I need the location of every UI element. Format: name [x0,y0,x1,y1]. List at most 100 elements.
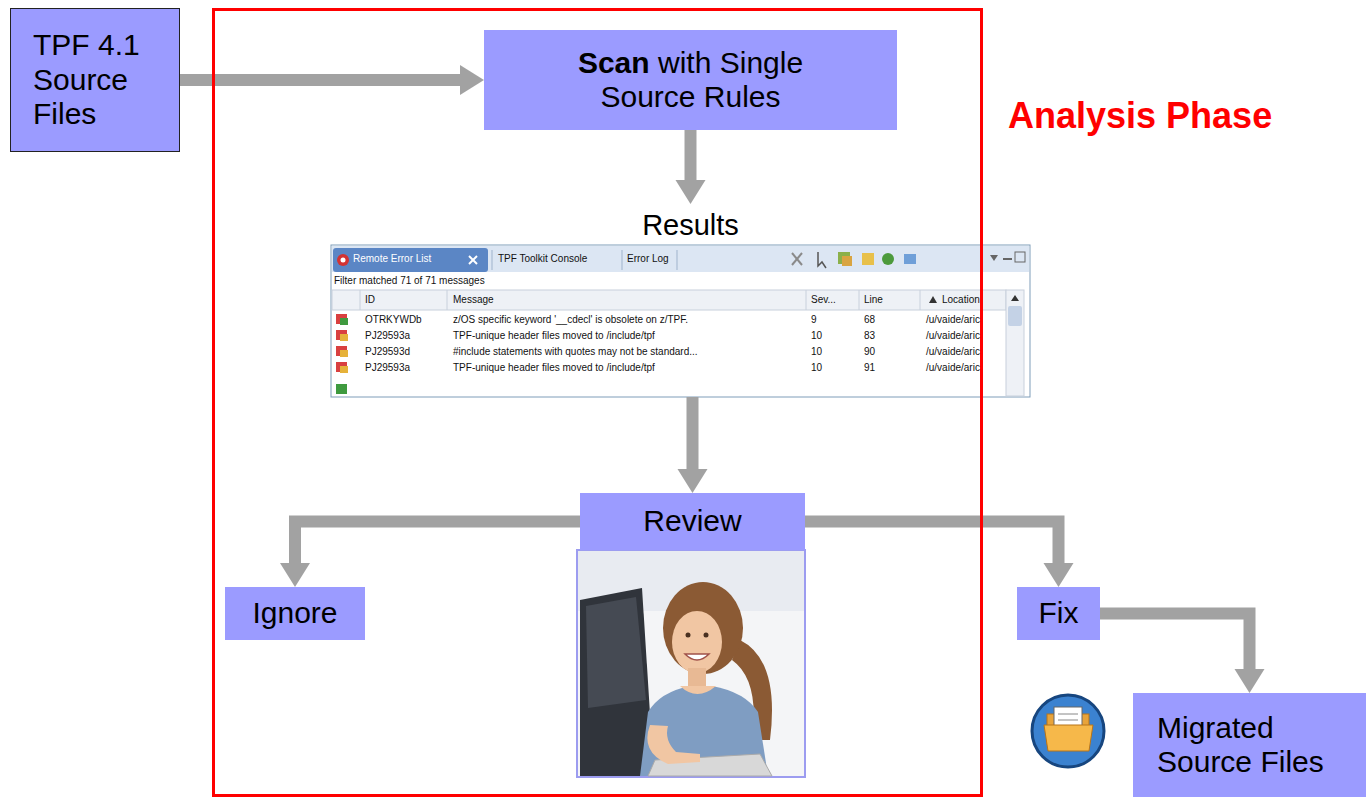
table-cell: PJ29593a [365,330,410,342]
error-list-screenshot-part [340,366,348,373]
error-list-screenshot-part [336,314,347,324]
error-list-screenshot-part [990,255,998,261]
table-cell: 10 [811,330,822,342]
error-list-screenshot-part [331,245,1030,397]
person-at-computer-photo-part [672,611,722,673]
table-cell: 91 [864,362,875,374]
error-list-screenshot-part [904,254,916,264]
folder-icon-part [1032,695,1104,767]
table-cell: TPF-unique header files moved to /includ… [453,330,655,342]
error-list-screenshot-part [336,384,347,394]
person-at-computer-photo-part [647,725,700,764]
table-cell: OTRKYWDb [365,314,422,326]
arrow-line [805,522,1059,566]
error-list-screenshot-part [677,250,678,270]
table-cell: PJ29593a [365,362,410,374]
error-list-screenshot-part [622,250,623,270]
box-label: Fix [1039,596,1079,631]
error-list-screenshot-part [341,258,346,263]
box-label: Scan [578,46,650,79]
arrow-head [460,65,484,95]
error-list-screenshot-part [859,290,860,310]
table-cell: z/OS specific keyword '__cdecl' is obsol… [453,314,688,326]
error-list-screenshot-part [336,362,347,372]
outcome-box: Fix [1017,587,1100,640]
error-list-screenshot-part [447,290,448,310]
column-header: Location [942,294,980,306]
error-list-screenshot-part [1011,295,1019,301]
results-heading: Results [331,204,1030,242]
error-list-screenshot-part [333,248,488,272]
table-cell: PJ29593d [365,346,410,358]
person-at-computer-photo-part [580,588,654,776]
table-cell: #include statements with quotes may not … [453,346,698,358]
error-list-screenshot-part [336,346,347,356]
arrow-line [1100,614,1250,672]
text-wrap: Ignore [252,596,337,631]
arrow-head [678,469,708,493]
person-at-computer-photo-part [577,550,805,777]
flow-arrow [676,130,706,204]
box-label: Review [643,504,741,539]
error-list-screenshot [331,245,1030,397]
arrow-head [1235,669,1265,693]
error-list-screenshot-part [469,256,477,264]
filter-status: Filter matched 71 of 71 messages [334,275,485,287]
error-list-screenshot-part [1003,258,1012,260]
person-at-computer-photo-part [704,633,709,638]
flow-arrow [1100,614,1265,694]
error-list-screenshot-part [792,253,802,265]
error-list-panel: Remote Error ListTPF Toolkit ConsoleErro… [331,245,1030,397]
results-panel: ResultsRemote Error ListTPF Toolkit Cons… [331,204,1030,397]
folder-icon-part [1044,725,1093,751]
arrow-line [295,522,580,566]
table-cell: /u/vaide/aric [926,362,980,374]
box-label: Ignore [252,596,337,631]
error-list-screenshot-part [360,290,361,310]
table-cell: 90 [864,346,875,358]
error-list-screenshot-part [792,253,802,265]
tab-label: TPF Toolkit Console [498,253,587,265]
table-cell: 10 [811,346,822,358]
table-cell: 83 [864,330,875,342]
box-label: Migrated Source Files [1157,711,1366,780]
analysis-phase-region: Analysis PhaseScanwith Single Source Rul… [212,8,983,797]
text-wrap: TPF 4.1 Source Files [33,28,167,132]
error-list-screenshot-part [920,290,921,310]
flow-arrow [180,65,484,95]
tab-label: Error Log [627,253,669,265]
error-list-screenshot-part [337,254,349,266]
person-at-computer-photo-part [586,597,646,708]
source-files-box: TPF 4.1 Source Files [10,8,180,152]
error-list-screenshot-part [332,246,1029,272]
table-cell: /u/vaide/aric [926,330,980,342]
output-box: Migrated Source Files [1133,693,1366,797]
folder-icon [1032,695,1104,767]
error-list-screenshot-part [492,250,493,270]
phase-heading: Analysis Phase [1008,95,1272,137]
column-header: Sev... [811,294,836,306]
error-list-screenshot-part [332,290,1006,310]
flow-arrow [805,522,1074,588]
error-list-screenshot-part [882,253,894,265]
error-list-screenshot-part [1008,306,1022,326]
table-cell: 9 [811,314,817,326]
table-cell: /u/vaide/aric [926,314,980,326]
error-list-screenshot-part [1006,290,1024,396]
text-wrap: Fix [1039,596,1079,631]
error-list-screenshot-part [1015,252,1025,262]
error-list-screenshot-part [929,296,937,303]
process-box: Scanwith Single Source Rules [484,30,897,130]
text-wrap: Migrated Source Files [1157,711,1366,780]
arrow-line [180,74,462,86]
error-list-screenshot-part [340,334,348,341]
error-list-screenshot-part [469,256,477,264]
person-at-computer-photo-part [680,686,716,694]
person-at-computer-photo-part [663,582,743,674]
arrow-head [1044,563,1074,587]
flow-arrow [280,522,580,588]
error-list-screenshot-part [336,330,347,340]
error-list-screenshot-part [340,318,348,325]
table-cell: TPF-unique header files moved to /includ… [453,362,655,374]
